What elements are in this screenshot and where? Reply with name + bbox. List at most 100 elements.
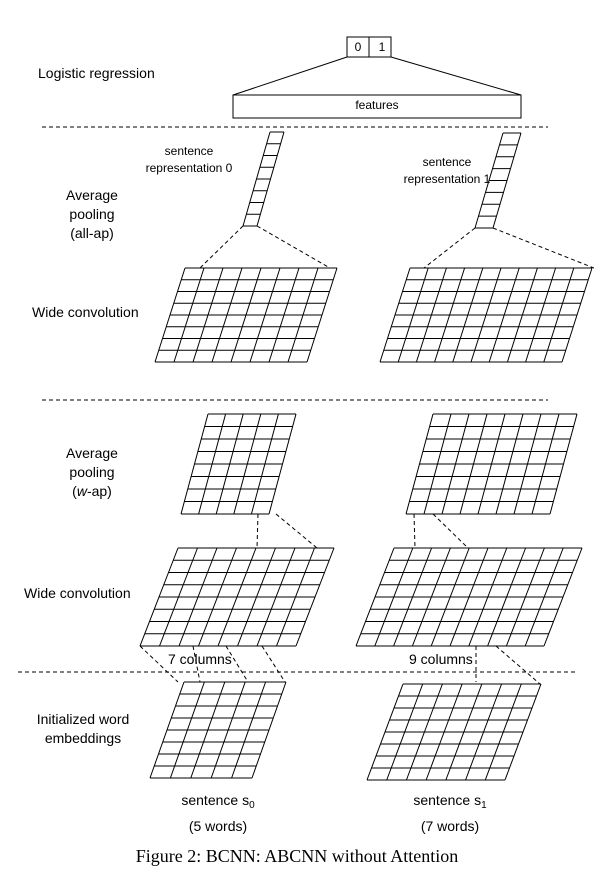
projection xyxy=(256,225,331,269)
projection xyxy=(423,227,476,269)
wide-conv-bottom-0-vline xyxy=(139,547,179,647)
word-embedding-1-vline xyxy=(504,683,542,781)
word-embedding-1-vline xyxy=(484,683,522,781)
w-ap-grid-1-vline xyxy=(477,413,506,515)
wide-conv-top-1-vline xyxy=(561,267,593,363)
sentence-representation-1-vline xyxy=(492,132,522,229)
projection xyxy=(192,645,201,683)
average-pooling-w-ap-line3: (w-ap) xyxy=(72,483,112,499)
sentence-representation-1-label: sentence representation 1 xyxy=(403,155,491,186)
sentence-1-subscript: 1 xyxy=(481,800,487,811)
wide-conv-bottom-1-vline xyxy=(543,547,583,647)
sentence-0-name: sentence s0 xyxy=(148,790,288,816)
wide-conv-bottom-0-vline xyxy=(237,547,276,647)
wide-convolution-label-1: Wide convolution xyxy=(32,304,139,320)
word-embedding-1-vline xyxy=(425,683,463,781)
word-embedding-0-vline xyxy=(169,681,205,779)
w-ap-grid-0-vline xyxy=(268,413,297,515)
projection xyxy=(225,645,249,683)
sentence-representation-0-label: sentence representation 0 xyxy=(145,144,233,175)
projection xyxy=(256,513,259,549)
word-embedding-0-vline xyxy=(210,681,246,779)
projection xyxy=(275,513,318,549)
sentence-1-name: sentence s1 xyxy=(380,790,520,816)
word-embedding-0-vline xyxy=(190,681,226,779)
projection xyxy=(139,645,179,683)
w-ap-grid-0-vline xyxy=(180,413,209,515)
wide-conv-top-1-vline xyxy=(488,267,520,363)
wide-conv-bottom-0-vline xyxy=(198,547,237,647)
w-ap-grid-1-vline xyxy=(441,413,470,515)
word-embedding-0-vline xyxy=(149,681,185,779)
sentence-1-text: sentence s xyxy=(413,792,482,808)
wide-conv-bottom-1-vline xyxy=(449,547,489,647)
wide-conv-top-1-vline xyxy=(379,267,411,363)
word-embedding-1-vline xyxy=(405,683,443,781)
average-pooling-w-ap-line1: Average xyxy=(66,445,118,461)
wide-conv-top-1-vline xyxy=(397,267,429,363)
wide-conv-bottom-0-vline xyxy=(295,547,335,647)
wide-conv-top-0-vline xyxy=(192,267,224,363)
columns-label-1: 9 columns xyxy=(409,651,473,667)
wide-conv-top-0-vline xyxy=(211,267,243,363)
wide-conv-bottom-1-vline xyxy=(430,547,470,647)
wide-conv-top-0-vline xyxy=(154,267,186,363)
sentence-0-label: sentence s0 (5 words) xyxy=(148,790,288,836)
w-ap-grid-1-vline xyxy=(423,413,452,515)
wide-conv-bottom-0-vline xyxy=(256,547,296,647)
word-embedding-1-vline xyxy=(465,683,503,781)
wide-conv-bottom-1-vline xyxy=(468,547,508,647)
wide-conv-top-1-vline xyxy=(470,267,502,363)
wide-conv-bottom-1-vline xyxy=(487,547,527,647)
w-ap-grid-0-vline xyxy=(215,413,244,515)
figure-caption: Figure 2: BCNN: ABCNN without Attention xyxy=(135,846,459,866)
wide-conv-top-0-vline xyxy=(306,267,338,363)
output-connector xyxy=(390,56,522,96)
wide-conv-top-1-vline xyxy=(452,267,484,363)
wide-convolution-label-2: Wide convolution xyxy=(24,585,131,601)
projection xyxy=(495,645,541,685)
sentence-representation-0-vline xyxy=(256,131,285,227)
average-pooling-w-ap-label: Average pooling (w-ap) xyxy=(42,444,142,501)
wide-conv-top-0-vline xyxy=(173,267,205,363)
wide-conv-top-1-vline xyxy=(415,267,447,363)
wide-conv-bottom-0-vline xyxy=(159,547,198,647)
wide-conv-bottom-1-vline xyxy=(411,547,451,647)
wide-conv-bottom-1-vline xyxy=(355,547,395,647)
sentence-1-label: sentence s1 (7 words) xyxy=(380,790,520,836)
wide-conv-bottom-1-vline xyxy=(524,547,564,647)
wide-conv-top-1-vline xyxy=(543,267,575,363)
output-cell-box xyxy=(368,36,392,58)
average-pooling-all-ap-label: Average pooling (all-ap) xyxy=(66,187,118,241)
sentence-representation-0-vline xyxy=(242,131,271,227)
wide-conv-top-1-vline xyxy=(434,267,466,363)
w-ap-grid-1-vline xyxy=(495,413,524,515)
w-italic: w xyxy=(76,483,87,499)
word-embedding-1-vline xyxy=(445,683,483,781)
output-cell-1: 1 xyxy=(378,40,386,54)
w-ap-grid-1-vline xyxy=(531,413,560,515)
w-ap-grid-0-vline xyxy=(233,413,262,515)
wide-conv-bottom-0-vline xyxy=(217,547,257,647)
projection xyxy=(432,513,469,549)
sentence-1-words: (7 words) xyxy=(420,818,480,834)
wide-conv-bottom-1-vline xyxy=(505,547,545,647)
features-label: features xyxy=(355,98,399,112)
word-embedding-1-vline xyxy=(386,683,424,781)
wide-conv-top-1-vline xyxy=(506,267,538,363)
projection xyxy=(261,645,286,683)
sentence-0-subscript: 0 xyxy=(249,800,255,811)
features-box xyxy=(232,94,522,119)
sentence-0-text: sentence s xyxy=(181,792,250,808)
projection xyxy=(199,225,244,269)
logistic-regression-label: Logistic regression xyxy=(38,65,155,81)
wide-conv-bottom-1-vline xyxy=(374,547,414,647)
output-connector xyxy=(232,56,348,96)
projection xyxy=(413,513,416,549)
initialized-word-embeddings-label: Initialized word embeddings xyxy=(36,711,130,746)
sentence-0-words: (5 words) xyxy=(188,818,248,834)
wide-conv-bottom-0-vline xyxy=(178,547,218,647)
columns-label-0: 7 columns xyxy=(168,651,232,667)
word-embedding-0-vline xyxy=(251,681,287,779)
